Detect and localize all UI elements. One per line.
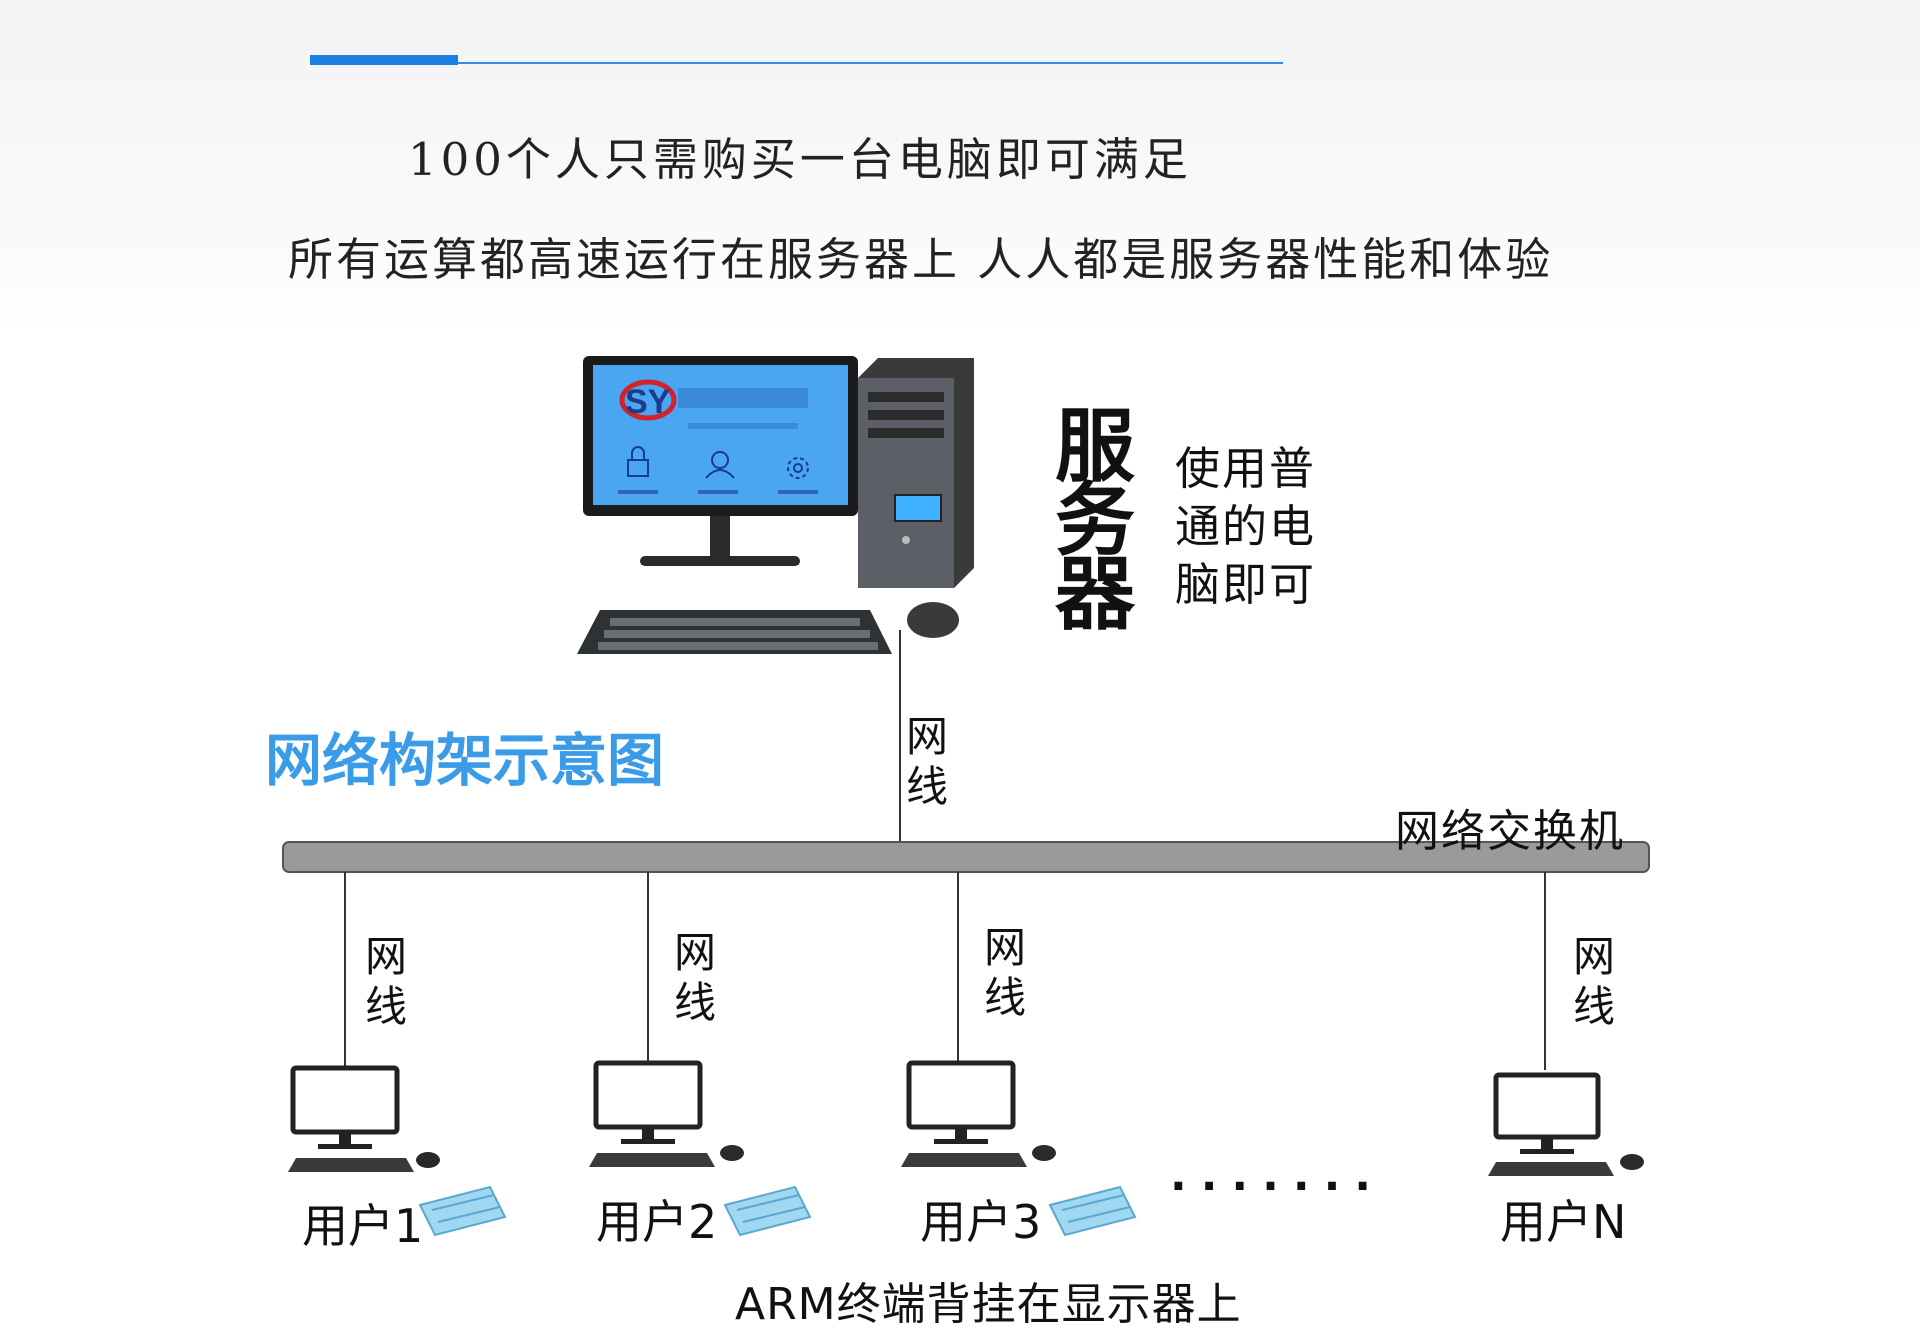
- client-computer-3: [901, 1060, 1056, 1167]
- cable-label-1: 网线: [364, 932, 407, 1031]
- logo-swoosh-icon: [619, 379, 677, 421]
- user-label-1: 用户1: [302, 1199, 424, 1253]
- arm-board-2: [723, 1185, 812, 1237]
- user-label-3: 用户3: [920, 1195, 1042, 1249]
- client-computer-n: [1488, 1072, 1644, 1176]
- server-mouse: [907, 602, 959, 638]
- tagline-secondary: 所有运算都高速运行在服务器上 人人都是服务器性能和体验: [288, 233, 1554, 286]
- user-label-n: 用户N: [1500, 1195, 1627, 1249]
- arm-board-3: [1048, 1185, 1137, 1237]
- server-tower: [858, 358, 974, 588]
- lock-icon: [627, 446, 649, 477]
- cable-label-server: 网线: [905, 712, 948, 811]
- switch-label: 网络交换机: [1395, 806, 1625, 857]
- server-note: 使用普通的电脑即可: [1175, 442, 1317, 611]
- server-label: 服务器: [1055, 400, 1135, 641]
- header-rule-accent: [310, 55, 458, 65]
- gear-icon: [787, 457, 809, 479]
- diagram-title: 网络构架示意图: [265, 728, 664, 794]
- server-monitor: SY: [583, 356, 858, 566]
- network-switch-bar: [282, 841, 1650, 873]
- arm-board-1: [418, 1185, 507, 1237]
- logo-wordmark: [678, 388, 808, 408]
- cable-label-3: 网线: [983, 923, 1026, 1022]
- server-keyboard: [577, 610, 892, 654]
- user-label-2: 用户2: [596, 1195, 718, 1249]
- users-icon: [705, 451, 735, 479]
- client-computer-1: [288, 1065, 440, 1172]
- cable-label-n: 网线: [1572, 932, 1615, 1031]
- arm-note: ARM终端背挂在显示器上: [735, 1279, 1242, 1330]
- tagline-primary: 100个人只需购买一台电脑即可满足: [408, 133, 1192, 186]
- header-rule: [310, 62, 1283, 64]
- screen-logo: SY: [625, 383, 671, 421]
- client-computer-2: [589, 1060, 744, 1167]
- ellipsis: .......: [1170, 1150, 1386, 1201]
- cable-label-2: 网线: [673, 928, 716, 1027]
